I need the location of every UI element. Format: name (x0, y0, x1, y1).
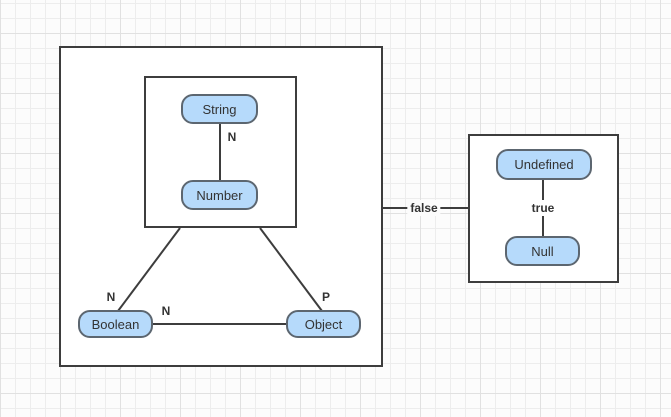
node-boolean[interactable]: Boolean (78, 310, 153, 338)
node-object[interactable]: Object (286, 310, 361, 338)
edge-label-inner-object: P (321, 290, 331, 304)
edge-label-false: false (407, 200, 441, 216)
node-null[interactable]: Null (505, 236, 580, 266)
edge-label-inner-boolean: N (106, 290, 116, 304)
edge-innergroup-boolean[interactable] (117, 227, 181, 312)
edge-label-true: true (528, 200, 558, 216)
node-number[interactable]: Number (181, 180, 258, 210)
edge-label-boolean-object: N (161, 304, 171, 318)
edge-innergroup-object[interactable] (259, 227, 323, 312)
node-undefined[interactable]: Undefined (496, 149, 592, 180)
node-string[interactable]: String (181, 94, 258, 124)
edge-label-string-number: N (227, 130, 237, 144)
